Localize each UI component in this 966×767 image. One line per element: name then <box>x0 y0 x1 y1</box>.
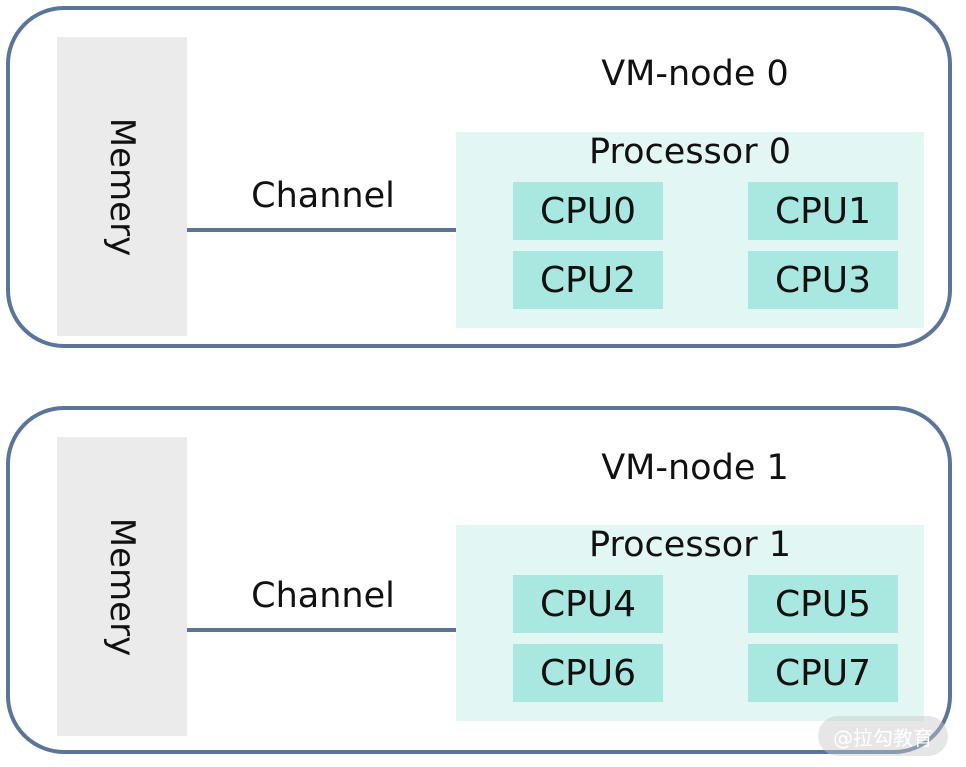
memory-block: Memery <box>57 37 187 336</box>
cpu-box: CPU1 <box>748 182 898 240</box>
processor-title: Processor 0 <box>589 132 791 172</box>
cpu-box: CPU0 <box>513 182 663 240</box>
channel-label: Channel <box>251 576 395 616</box>
channel-line <box>187 628 457 632</box>
channel-label: Channel <box>251 176 395 216</box>
watermark: @拉勾教育 <box>818 716 948 756</box>
cpu-box: CPU4 <box>513 575 663 633</box>
cpu-box: CPU6 <box>513 644 663 702</box>
channel-line <box>187 228 457 232</box>
vm-node-1: Memery Channel VM-node 1 Processor 1 CPU… <box>6 406 952 754</box>
memory-label: Memery <box>102 117 142 256</box>
processor-block: Processor 1 CPU4 CPU5 CPU6 CPU7 <box>456 525 924 721</box>
cpu-box: CPU2 <box>513 251 663 309</box>
vm-node-title: VM-node 0 <box>601 54 789 94</box>
vm-node-title: VM-node 1 <box>601 448 789 488</box>
cpu-box: CPU5 <box>748 575 898 633</box>
cpu-box: CPU3 <box>748 251 898 309</box>
processor-block: Processor 0 CPU0 CPU1 CPU2 CPU3 <box>456 132 924 328</box>
cpu-box: CPU7 <box>748 644 898 702</box>
memory-label: Memery <box>102 517 142 656</box>
vm-node-0: Memery Channel VM-node 0 Processor 0 CPU… <box>6 6 952 348</box>
processor-title: Processor 1 <box>589 525 791 565</box>
memory-block: Memery <box>57 437 187 736</box>
